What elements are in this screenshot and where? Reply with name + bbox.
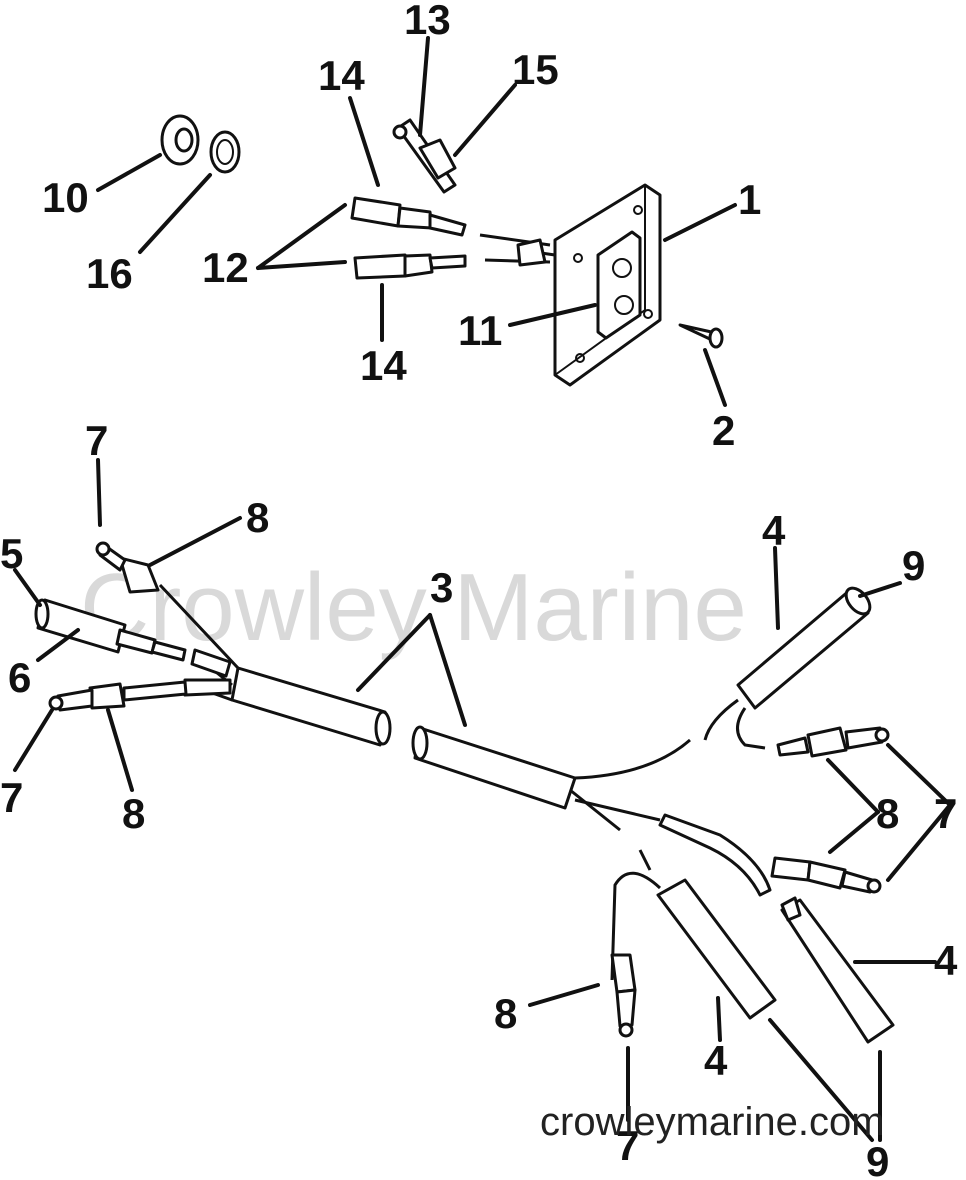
callout-10: 10 (42, 174, 89, 221)
part-2-screw (678, 323, 724, 349)
callout-4-upper: 4 (762, 507, 786, 554)
part-4-sleeve-tube-lower-right (780, 896, 895, 1044)
part-5-connector-housing (34, 598, 127, 654)
callout-9-upper: 9 (902, 542, 925, 589)
part-13-bullet-terminal (392, 118, 457, 194)
callout-9-bottom: 9 (866, 1138, 889, 1180)
callout-8-left-bottom: 8 (122, 790, 145, 837)
part-8-bullet-sleeve-right-upper (776, 726, 890, 758)
lower-leader-lines (13, 458, 952, 1142)
callout-2: 2 (712, 407, 735, 454)
callout-4-bottom: 4 (704, 1037, 728, 1084)
callout-13: 13 (404, 0, 451, 43)
watermark-text: Crowley Marine (80, 554, 747, 661)
callout-8-right: 8 (876, 790, 899, 837)
site-url: crowleymarine.com (540, 1100, 885, 1144)
part-14-sleeve-lower (353, 253, 467, 280)
part-11-rocker-switch (596, 230, 642, 340)
callout-7-right: 7 (934, 790, 957, 837)
callout-5: 5 (0, 530, 23, 577)
part-4-sleeve-tube-lower-left (610, 849, 777, 1020)
callout-12: 12 (202, 244, 249, 291)
part-14-sleeve-upper (350, 196, 467, 237)
callout-15: 15 (512, 46, 559, 93)
part-4-sleeve-tube-upper (703, 586, 872, 750)
part-16-washer (209, 130, 241, 174)
callout-4-right: 4 (934, 937, 958, 984)
callout-6: 6 (8, 654, 31, 701)
upper-leader-lines (96, 36, 737, 407)
part-8-bullet-sleeve-left-top (95, 541, 160, 594)
callout-1: 1 (738, 176, 761, 223)
callout-14-upper: 14 (318, 52, 365, 99)
callout-16: 16 (86, 250, 133, 297)
callout-7-left-bottom: 7 (0, 774, 23, 821)
callout-7-bottom: 7 (616, 1122, 639, 1169)
part-8-bullet-sleeve-left-bottom (48, 680, 188, 712)
part-6-connector-pin (115, 628, 187, 662)
switch-leads (479, 233, 556, 267)
callout-14-lower: 14 (360, 342, 407, 389)
part-8-bullet-sleeve-bottom (610, 953, 637, 1038)
callout-3: 3 (430, 564, 453, 611)
callout-8-left-top: 8 (246, 494, 269, 541)
part-8-bullet-sleeve-right-lower (770, 856, 882, 894)
callout-8-bottom: 8 (494, 990, 517, 1037)
callout-7-left-top: 7 (85, 417, 108, 464)
part-10-nut (160, 114, 200, 166)
callout-11: 11 (458, 307, 502, 354)
part-3-wire-harness (158, 583, 772, 897)
